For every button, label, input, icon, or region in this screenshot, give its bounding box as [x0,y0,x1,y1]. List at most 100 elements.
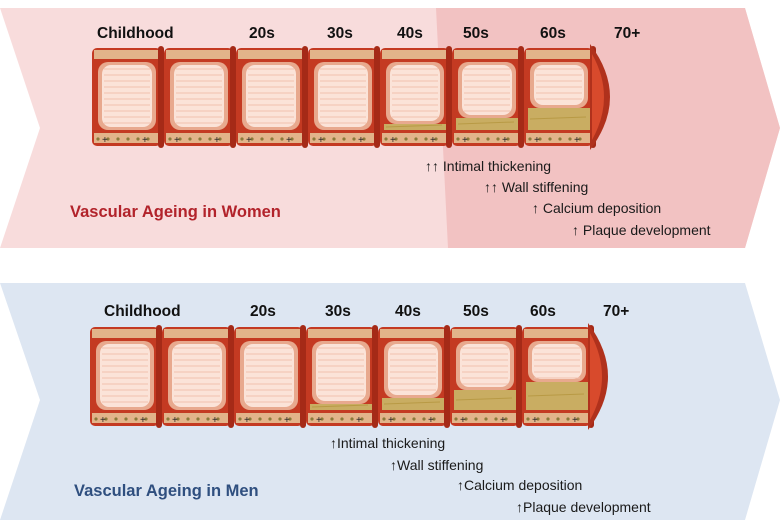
women-age-20s: 20s [249,25,275,43]
men-note-wall-stiffening: ↑Wall stiffening [390,457,483,473]
cell-dot [484,417,487,420]
segment-joint [230,46,236,148]
plus-mark: + [214,135,220,146]
men-segment: ++ [162,325,234,428]
increase-arrow-icon: ↑ [390,457,397,473]
segment-joint [302,46,308,148]
segment-joint [444,325,450,428]
segment-joint [228,325,234,428]
adventitia-top [92,329,157,338]
cell-dot [168,137,171,140]
segment-joint [518,46,524,148]
women-segment: ++ [92,46,164,148]
increase-arrow-icon: ↑ [516,499,523,515]
women-age-childhood: Childhood [97,25,174,43]
cell-dot [558,137,561,140]
segment-joint [158,46,164,148]
cell-dot [352,137,355,140]
men-artery: ++++++++++++++ [90,323,608,430]
cell-dot [258,417,261,420]
cell-dot [124,417,127,420]
plus-mark: + [102,135,108,146]
men-age-30s: 30s [325,303,351,321]
adventitia-top [164,329,229,338]
women-segment: ++ [524,46,596,148]
men-segment: ++ [450,325,522,428]
men-age-20s: 20s [250,303,276,321]
plus-mark: + [244,415,250,426]
plus-mark: + [462,135,468,146]
increase-arrows-icon: ↑↑ [484,179,498,195]
cell-dot [526,417,529,420]
note-label: Wall stiffening [397,457,483,473]
segment-joint [156,325,162,428]
plus-mark: + [246,135,252,146]
cell-dot [474,417,477,420]
adventitia-top [452,329,517,338]
adventitia-top [526,50,591,59]
adventitia-top [382,50,447,59]
women-age-30s: 30s [327,25,353,43]
plus-mark: + [140,415,146,426]
cell-dot [114,417,117,420]
women-segment: ++ [380,46,452,148]
lumen [100,344,150,407]
women-segment: ++ [164,46,236,148]
increase-arrow-icon: ↑ [330,435,337,451]
men-note-plaque-development: ↑Plaque development [516,499,651,515]
plus-mark: + [532,415,538,426]
women-note-plaque-development: ↑ Plaque development [572,222,711,238]
note-label: Calcium deposition [464,477,582,493]
plus-mark: + [174,135,180,146]
increase-arrow-icon: ↑ [532,200,539,216]
note-label: Intimal thickening [337,435,445,451]
plus-mark: + [318,135,324,146]
lumen [388,344,438,395]
cell-dot [278,417,281,420]
cell-dot [412,417,415,420]
cell-dot [186,417,189,420]
lumen [172,344,222,407]
increase-arrows-icon: ↑↑ [425,158,439,174]
plus-mark: + [172,415,178,426]
lumen [246,65,296,127]
cell-dot [126,137,129,140]
adventitia-top [454,50,519,59]
cell-dot [332,137,335,140]
cell-dot [384,137,387,140]
adventitia-top [238,50,303,59]
note-label: Plaque development [523,499,651,515]
cell-dot [476,137,479,140]
plus-mark: + [428,415,434,426]
men-note-calcium-deposition: ↑Calcium deposition [457,477,582,493]
men-segment: ++ [90,325,162,428]
cell-dot [268,417,271,420]
cell-dot [310,417,313,420]
cell-dot [402,417,405,420]
lumen [102,65,152,127]
cell-dot [382,417,385,420]
plus-mark: + [212,415,218,426]
segment-joint [300,325,306,428]
men-age-childhood: Childhood [104,303,181,321]
plus-mark: + [316,415,322,426]
men-age-70plus: 70+ [603,303,629,321]
cell-dot [312,137,315,140]
women-age-50s: 50s [463,25,489,43]
adventitia-top [310,50,375,59]
note-label: Wall stiffening [502,179,588,195]
cell-dot [454,417,457,420]
plus-mark: + [574,135,580,146]
cell-dot [568,137,571,140]
women-note-wall-stiffening: ↑↑ Wall stiffening [484,179,588,195]
cell-dot [260,137,263,140]
men-segment: ++ [306,325,378,428]
men-age-40s: 40s [395,303,421,321]
cell-dot [134,417,137,420]
adventitia-top [308,329,373,338]
men-age-60s: 60s [530,303,556,321]
cell-dot [528,137,531,140]
cell-dot [116,137,119,140]
lumen [532,344,582,379]
cell-dot [350,417,353,420]
